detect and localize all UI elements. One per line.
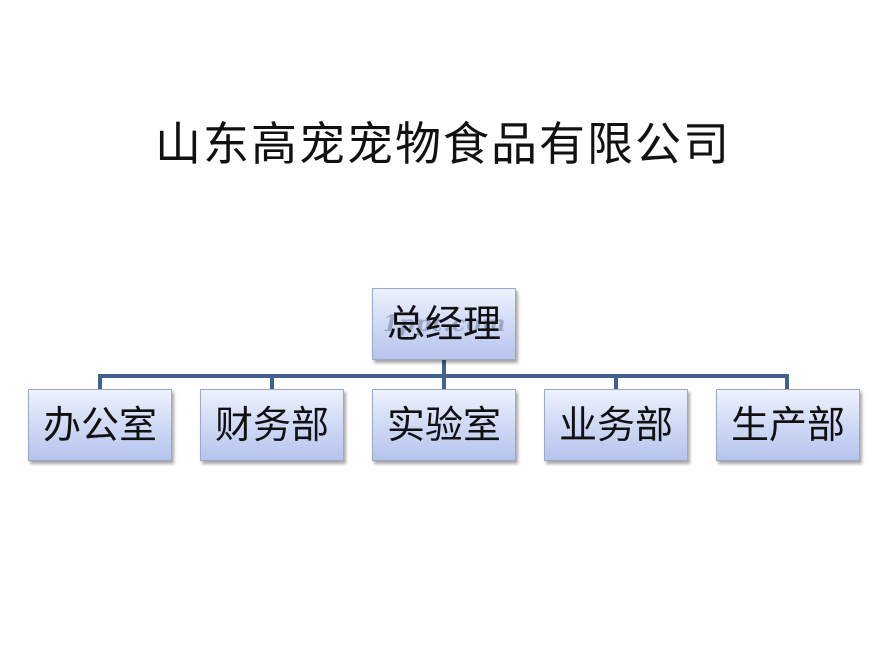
node-office: 办公室: [28, 389, 172, 461]
node-label: 办公室: [42, 403, 157, 447]
node-production-dept: 生产部: [716, 389, 860, 461]
node-finance-dept: 财务部: [200, 389, 344, 461]
node-general-manager: 1ppt.com 总经理: [372, 288, 516, 360]
node-laboratory: 实验室: [372, 389, 516, 461]
company-title: 山东高宠宠物食品有限公司: [155, 117, 731, 171]
node-label: 实验室: [386, 403, 501, 447]
node-label: 总经理: [386, 302, 501, 346]
watermark-logo: 1ppt.com: [383, 311, 507, 337]
node-label: 业务部: [558, 403, 673, 447]
node-label: 财务部: [214, 403, 329, 447]
node-business-dept: 业务部: [544, 389, 688, 461]
node-label: 生产部: [730, 403, 845, 447]
